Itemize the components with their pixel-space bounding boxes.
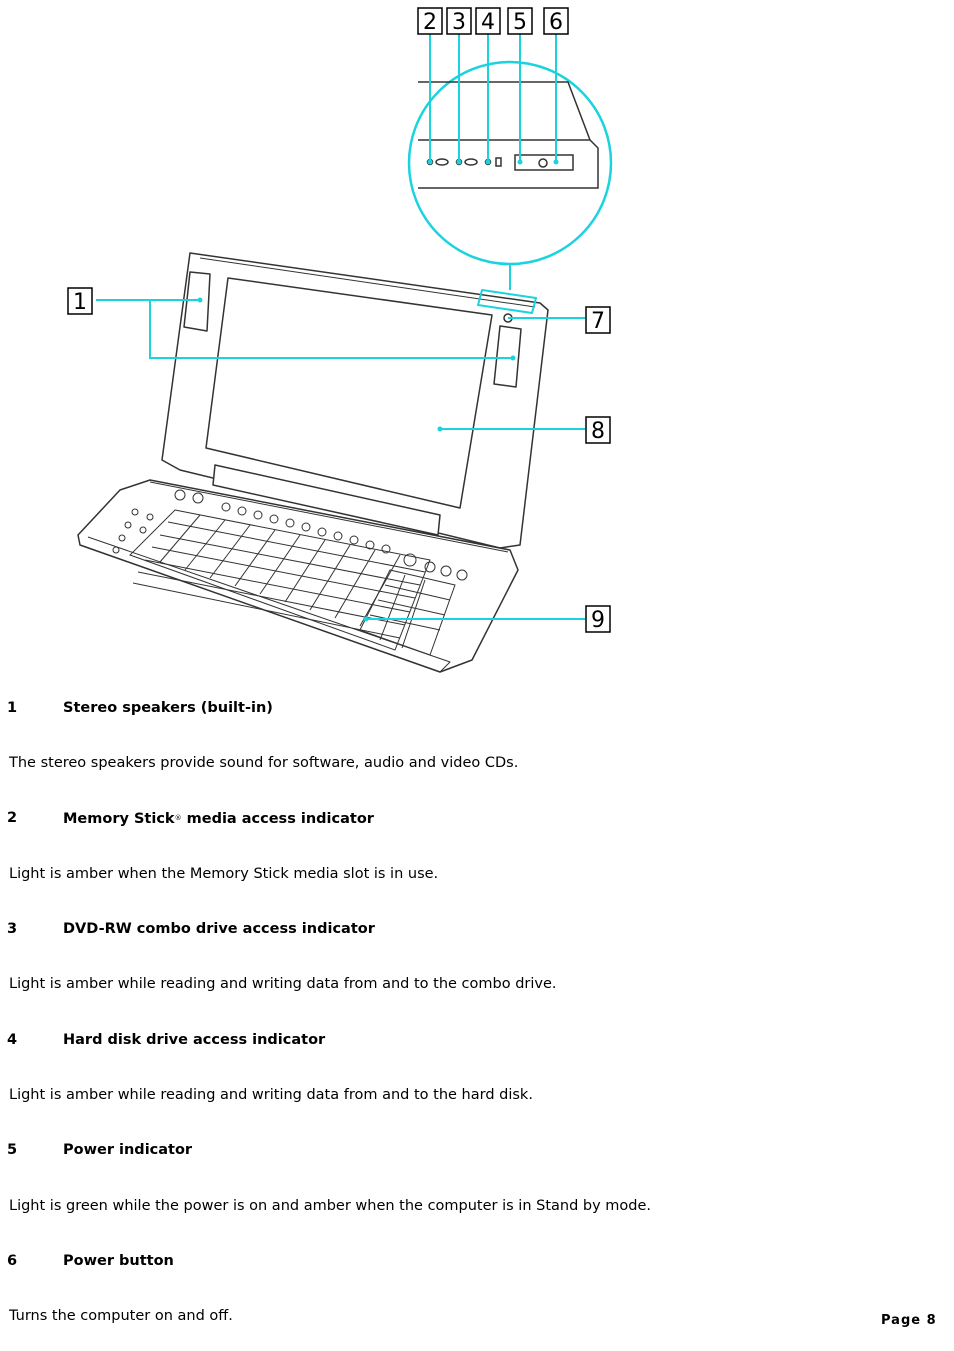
item-title: Hard disk drive access indicator [63, 1032, 326, 1048]
svg-text:4: 4 [481, 10, 495, 35]
svg-text:7: 7 [591, 309, 605, 334]
item-2-description: Light is amber when the Memory Stick med… [9, 866, 439, 882]
svg-text:6: 6 [549, 10, 563, 35]
callout-4: 4 [475, 7, 501, 35]
item-title: Memory Stick® media access indicator [63, 811, 374, 827]
item-2-heading: 2 Memory Stick® media access indicator [0, 808, 900, 828]
page-number: Page 8 [881, 1313, 937, 1328]
item-number: 6 [7, 1253, 18, 1269]
callout-7: 7 [585, 306, 611, 334]
item-1-description: The stereo speakers provide sound for so… [9, 755, 519, 771]
svg-text:1: 1 [73, 290, 87, 315]
item-4-description: Light is amber while reading and writing… [9, 1087, 533, 1103]
callout-5: 5 [507, 7, 533, 35]
item-1-heading: 1 Stereo speakers (built-in) [0, 698, 900, 718]
item-5-description: Light is green while the power is on and… [9, 1198, 652, 1214]
item-number: 2 [7, 810, 18, 826]
item-3-description: Light is amber while reading and writing… [9, 976, 557, 992]
item-6-heading: 6 Power button [0, 1251, 900, 1271]
item-5-heading: 5 Power indicator [0, 1140, 900, 1160]
item-number: 4 [7, 1032, 18, 1048]
svg-text:5: 5 [513, 10, 527, 35]
computer-diagram: 2 3 4 5 6 1 7 8 9 [67, 7, 613, 673]
callout-6: 6 [543, 7, 569, 35]
svg-text:8: 8 [591, 419, 605, 444]
item-title: Power button [63, 1253, 174, 1269]
item-number: 1 [7, 700, 18, 716]
callout-3: 3 [446, 7, 472, 35]
callout-2: 2 [417, 7, 443, 35]
item-3-heading: 3 DVD-RW combo drive access indicator [0, 919, 900, 939]
item-4-heading: 4 Hard disk drive access indicator [0, 1030, 900, 1050]
item-6-description: Turns the computer on and off. [9, 1308, 233, 1324]
svg-text:2: 2 [423, 10, 437, 35]
callout-9: 9 [585, 605, 611, 633]
svg-text:9: 9 [591, 608, 605, 633]
item-number: 5 [7, 1142, 18, 1158]
item-number: 3 [7, 921, 18, 937]
callout-1: 1 [67, 287, 93, 315]
registered-mark: ® [174, 814, 182, 822]
item-title: Stereo speakers (built-in) [63, 700, 273, 716]
callout-8: 8 [585, 416, 611, 444]
item-title: Power indicator [63, 1142, 193, 1158]
item-title: DVD-RW combo drive access indicator [63, 921, 375, 937]
svg-text:3: 3 [452, 10, 466, 35]
